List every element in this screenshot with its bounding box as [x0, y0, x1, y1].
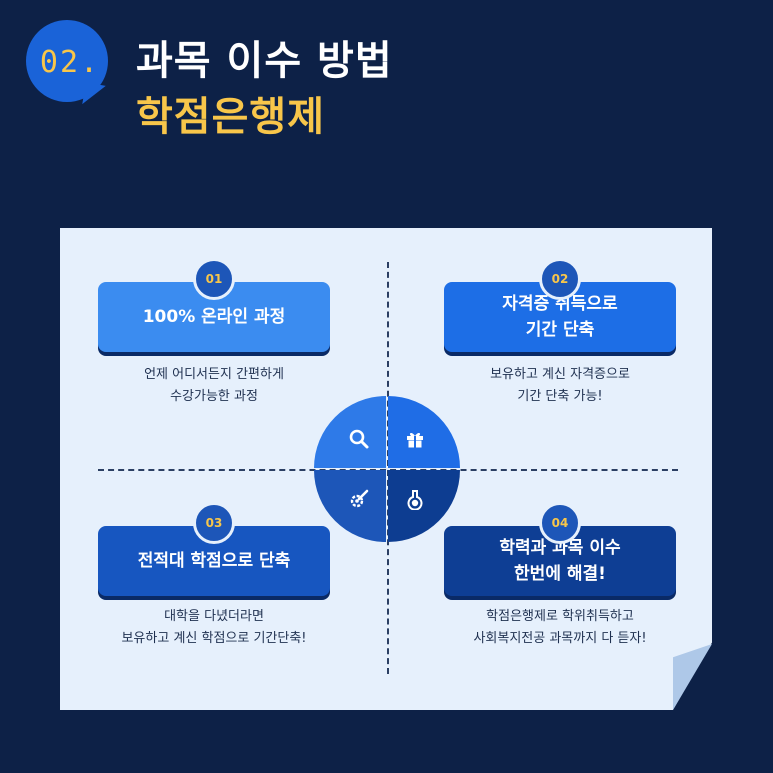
desc-01-line: 수강가능한 과정 [170, 389, 258, 404]
card-01-title-line: 100% 온라인 과정 [142, 307, 286, 327]
desc-02-line: 보유하고 계신 자격증으로 [490, 367, 630, 382]
desc-04: 학점은행제로 학위취득하고 사회복지전공 과목까지 다 듣자! [420, 606, 700, 650]
desc-01: 언제 어디서든지 간편하게 수강가능한 과정 [74, 364, 354, 408]
desc-02-line: 기간 단축 가능! [517, 389, 603, 404]
flask-icon [407, 490, 423, 510]
vertical-divider [387, 262, 389, 674]
desc-02: 보유하고 계신 자격증으로 기간 단축 가능! [420, 364, 700, 408]
desc-04-line: 사회복지전공 과목까지 다 듣자! [473, 631, 647, 646]
badge-01: 01 [193, 258, 235, 300]
gear-brush-icon [350, 489, 369, 508]
desc-03-line: 대학을 다녔더라면 [164, 609, 264, 624]
card-04: 학력과 과목 이수 한번에 해결! [444, 526, 676, 596]
desc-03: 대학을 다녔더라면 보유하고 계신 학점으로 기간단축! [74, 606, 354, 650]
page-title: 과목 이수 방법 [136, 38, 393, 84]
desc-04-line: 학점은행제로 학위취득하고 [486, 609, 634, 624]
card-02-title-line: 기간 단축 [525, 320, 595, 340]
card-04-title-line: 학력과 과목 이수 [499, 538, 621, 558]
badge-02: 02 [539, 258, 581, 300]
card-04-title-line: 한번에 해결! [514, 564, 606, 584]
card-02-title-line: 자격증 취득으로 [502, 294, 618, 314]
section-number: 02. [39, 44, 101, 80]
gift-icon [407, 432, 423, 448]
search-icon [349, 429, 369, 449]
number-bubble-circle: 02. [26, 20, 108, 102]
badge-04: 04 [539, 502, 581, 544]
card-03-title-line: 전적대 학점으로 단축 [137, 551, 291, 571]
badge-03: 03 [193, 502, 235, 544]
page-subtitle: 학점은행제 [136, 94, 325, 140]
desc-03-line: 보유하고 계신 학점으로 기간단축! [121, 631, 307, 646]
desc-01-line: 언제 어디서든지 간편하게 [144, 367, 284, 382]
